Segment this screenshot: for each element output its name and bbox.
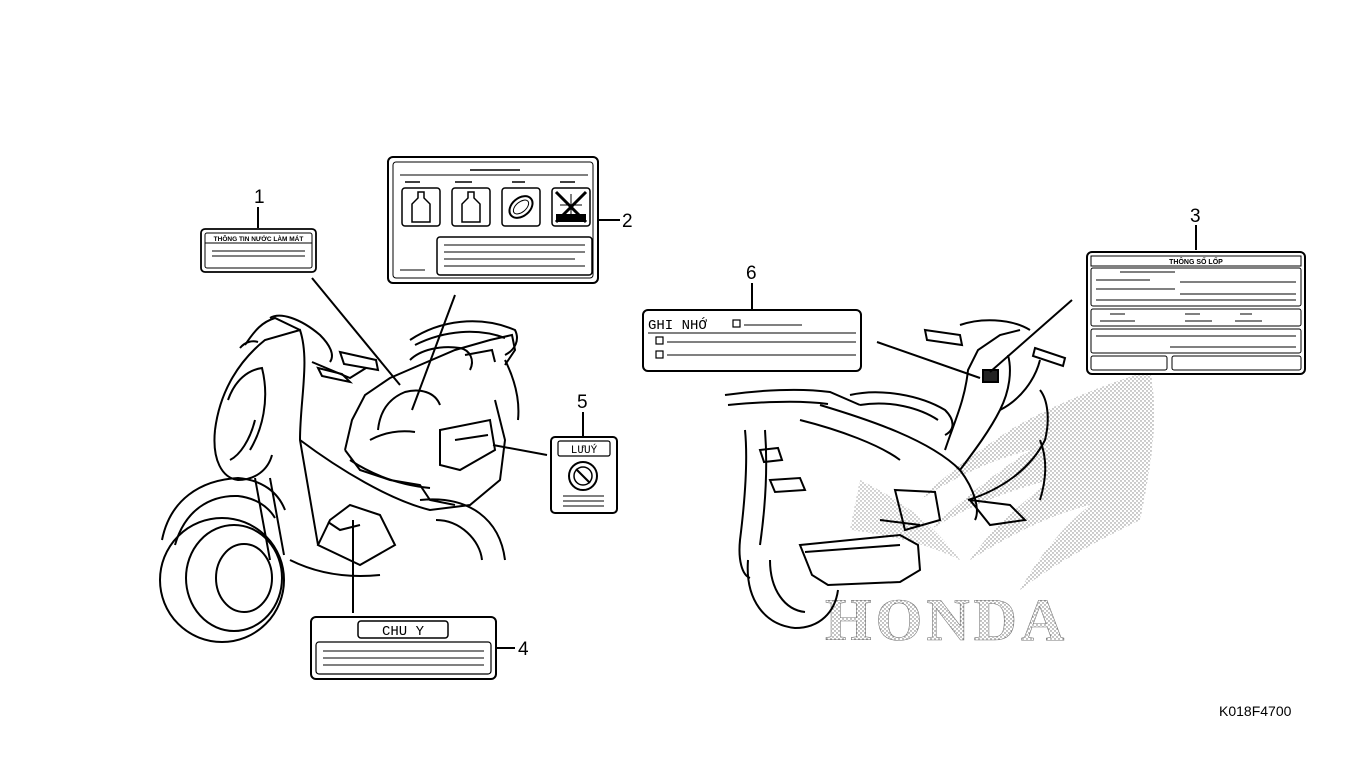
diagram-code: K018F4700	[1219, 703, 1292, 719]
scooter-right	[724, 319, 1067, 630]
label-6-title: GHI NHỚ	[648, 316, 707, 334]
honda-wordmark-watermark: HONDA	[825, 587, 1068, 653]
label-5-notice: LƯUÝ	[550, 436, 618, 514]
label-3-title: THÔNG SỐ LỐP	[1169, 256, 1223, 266]
oil-bottle-icon	[401, 187, 441, 227]
callout-number-3: 3	[1190, 206, 1201, 227]
honda-wing-watermark	[850, 370, 1155, 590]
label-2-maintenance	[387, 156, 599, 284]
drive-belt-icon	[501, 187, 541, 227]
label-6-memo: GHI NHỚ	[642, 309, 862, 372]
callout-number-6: 6	[746, 263, 757, 284]
no-tools-icon	[551, 187, 591, 227]
scooter-left	[159, 314, 520, 643]
label-1-title: THÔNG TIN NƯỚC LÀM MÁT	[214, 234, 304, 243]
callout-number-4: 4	[518, 639, 529, 660]
label-4-caution: CHU Y	[310, 616, 497, 680]
prohibition-icon	[568, 461, 598, 491]
oil-bottle-icon	[451, 187, 491, 227]
label-1-coolant-info: THÔNG TIN NƯỚC LÀM MÁT	[200, 228, 317, 273]
callout-number-2: 2	[622, 211, 633, 232]
leader-lines	[257, 207, 1197, 649]
callout-number-5: 5	[577, 392, 588, 413]
label-5-title: LƯUÝ	[571, 443, 598, 457]
label-4-title: CHU Y	[382, 624, 425, 640]
callout-number-1: 1	[254, 187, 265, 208]
label-3-tire-specs: THÔNG SỐ LỐP	[1086, 251, 1306, 375]
